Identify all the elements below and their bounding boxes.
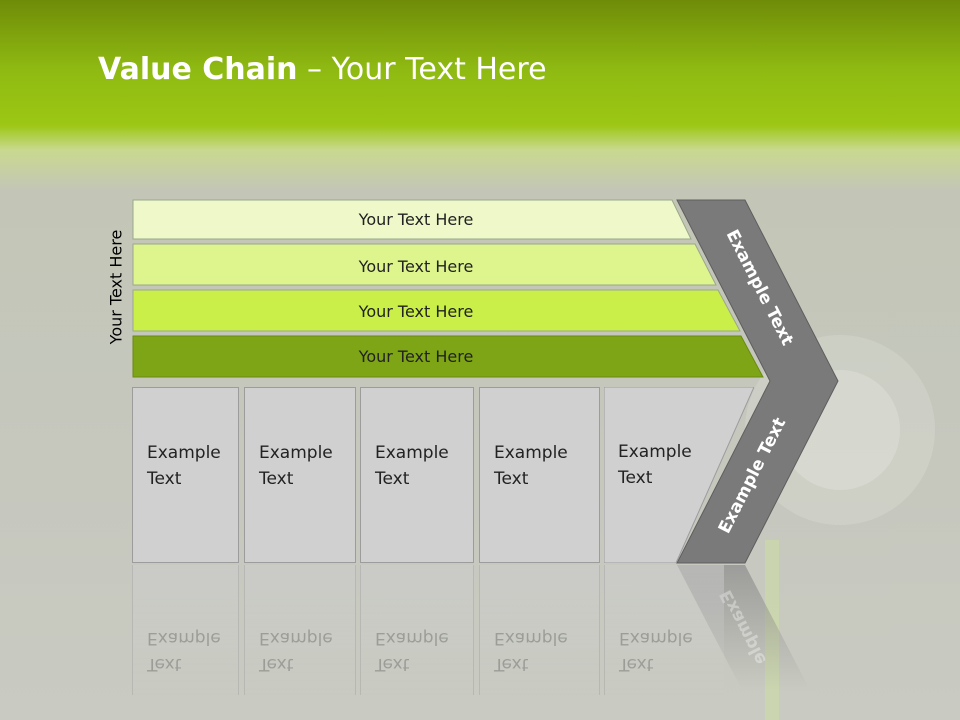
box-5-refl-line2: Text xyxy=(619,654,654,674)
bar-1-label: Your Text Here xyxy=(358,210,474,229)
title-rest: – Your Text Here xyxy=(297,52,547,87)
box-5-label-line2: Text xyxy=(618,468,653,488)
box-4-reflection-text: Text Example xyxy=(494,625,568,677)
box-4-line2: Text xyxy=(494,469,529,489)
box-4-line1: Example xyxy=(494,443,568,463)
slide-title: Value Chain – Your Text Here xyxy=(98,52,547,87)
box-5-reflection: Text Example xyxy=(604,565,724,695)
bar-4[interactable] xyxy=(132,335,764,378)
box-1-line1: Example xyxy=(147,443,221,463)
box-5-label-line1: Example xyxy=(618,442,692,462)
box-5-refl-line1: Example xyxy=(619,628,693,648)
box-2-reflection-text: Text Example xyxy=(259,625,333,677)
chevron-shape[interactable] xyxy=(676,199,839,564)
box-4-refl-line1: Example xyxy=(494,628,568,648)
box-3-refl-line1: Example xyxy=(375,628,449,648)
box-3-refl-line2: Text xyxy=(375,654,410,674)
box-3-line1: Example xyxy=(375,443,449,463)
box-1-refl-line2: Text xyxy=(147,654,182,674)
box-1-reflection: Text Example xyxy=(132,565,239,695)
box-2-line1: Example xyxy=(259,443,333,463)
bar-3[interactable] xyxy=(132,289,741,332)
box-2-reflection: Text Example xyxy=(244,565,356,695)
bar-2[interactable] xyxy=(132,243,717,286)
box-1-refl-line1: Example xyxy=(147,628,221,648)
box-3-reflection-text: Text Example xyxy=(375,625,449,677)
box-2-line2: Text xyxy=(259,469,294,489)
box-2-refl-line2: Text xyxy=(259,654,294,674)
box-4-refl-line2: Text xyxy=(494,654,529,674)
bar-2-label: Your Text Here xyxy=(358,257,474,276)
box-2-refl-line1: Example xyxy=(259,628,333,648)
box-4-reflection: Text Example xyxy=(479,565,600,695)
box-5-extension xyxy=(604,387,754,563)
box-1-line2: Text xyxy=(147,469,182,489)
box-1-reflection-text: Text Example xyxy=(147,625,221,677)
box-5-reflection-text: Text Example xyxy=(619,625,693,677)
box-3-line2: Text xyxy=(375,469,410,489)
bar-4-label: Your Text Here xyxy=(358,347,474,366)
bar-1[interactable] xyxy=(132,199,692,240)
bar-3-label: Your Text Here xyxy=(358,302,474,321)
box-3-reflection: Text Example xyxy=(360,565,474,695)
title-bold: Value Chain xyxy=(98,52,298,87)
